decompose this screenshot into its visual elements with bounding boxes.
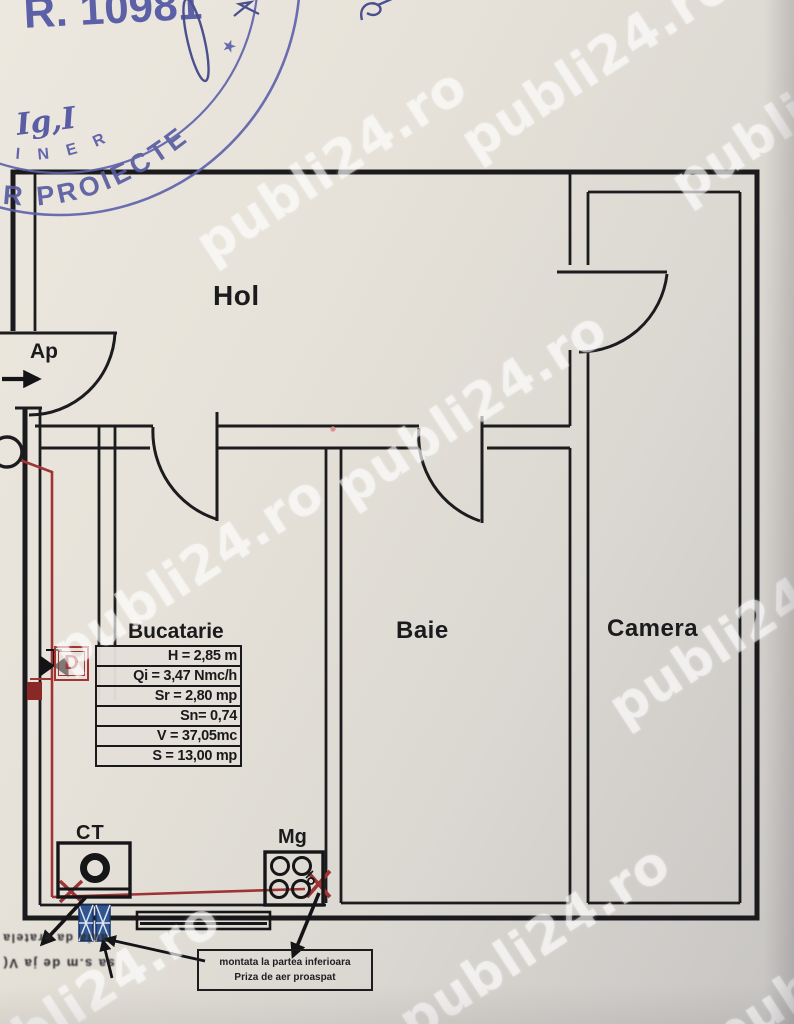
- red-dot-mark: [330, 426, 336, 432]
- gas-valve-block: [27, 682, 42, 700]
- stamp-inner-ring: [0, 0, 258, 175]
- note-leader-arrow: [103, 935, 206, 963]
- pipe-cross-stove: [305, 869, 332, 899]
- signature-strokes: [182, 0, 393, 83]
- arrows: [2, 369, 321, 979]
- entrance-label: Ap: [30, 340, 58, 363]
- spec-row-sr: Sr = 2,80 mp: [97, 687, 240, 707]
- stove-label: Mg: [278, 826, 307, 848]
- photo-bottom-shadow: [0, 984, 794, 1024]
- stove-icon: [263, 850, 325, 907]
- spec-row-qi: Qi = 3,47 Nmc/h: [97, 667, 240, 687]
- air-duct-icon: [135, 910, 272, 931]
- fresh-air-note: montata la partea inferioara Priza de ae…: [197, 949, 373, 991]
- boiler-icon: [56, 841, 132, 899]
- kitchen-door-arc: [151, 412, 219, 521]
- stamp-initials: Ig,I: [13, 101, 78, 143]
- room-label-bedroom: Camera: [607, 615, 699, 642]
- stamp-number: R. 10981: [22, 0, 203, 38]
- fresh-air-note-line2: Priza de aer proaspat: [234, 972, 336, 983]
- gas-regulator-badge: D: [54, 646, 89, 681]
- verifier-stamp: G I N E R OR PROIECTE ★ R. 10981 Ig,I: [0, 0, 393, 217]
- stamp-outer-ring: [0, 0, 300, 217]
- grille-icon: [78, 904, 94, 942]
- room-label-hall: Hol: [213, 280, 260, 311]
- boiler-label: CT: [76, 822, 105, 844]
- inner-walls: [33, 174, 742, 907]
- partition-wall-lines: [35, 424, 570, 450]
- illegible-annotation: sa s.m de ja V(: [2, 956, 115, 971]
- kitchen-spec-table: H = 2,85 m Qi = 3,47 Nmc/h Sr = 2,80 mp …: [95, 645, 242, 767]
- fresh-air-note-line1: montata la partea inferioara: [219, 956, 351, 968]
- spec-row-height: H = 2,85 m: [97, 647, 240, 667]
- spec-row-area: S = 13,00 mp: [152, 748, 237, 764]
- pipe-cross-ct: [58, 879, 84, 904]
- grille-pointer-arrow: [99, 938, 114, 979]
- bedroom-door-arc: [557, 270, 669, 354]
- spec-row-sn: Sn= 0,74: [97, 707, 240, 727]
- boiler-flue-arrow: [39, 895, 88, 947]
- stove-vent-arrow: [290, 892, 321, 959]
- stamp-star-icon: ★: [219, 35, 239, 58]
- room-label-kitchen: Bucatarie: [128, 620, 224, 643]
- gas-meter-icon: [0, 435, 24, 469]
- photo-edge-shadow: [764, 0, 794, 1024]
- illegible-annotation: ania da eratela: [2, 931, 108, 945]
- spec-row-volume: V = 37,05mc: [97, 727, 240, 747]
- bathroom-door-arc: [417, 416, 484, 523]
- doors: [0, 270, 669, 523]
- room-label-bathroom: Baie: [396, 617, 449, 644]
- gas-regulator-label: D: [58, 651, 85, 676]
- outer-walls: [10, 169, 760, 921]
- entrance-door-arc: [0, 331, 117, 417]
